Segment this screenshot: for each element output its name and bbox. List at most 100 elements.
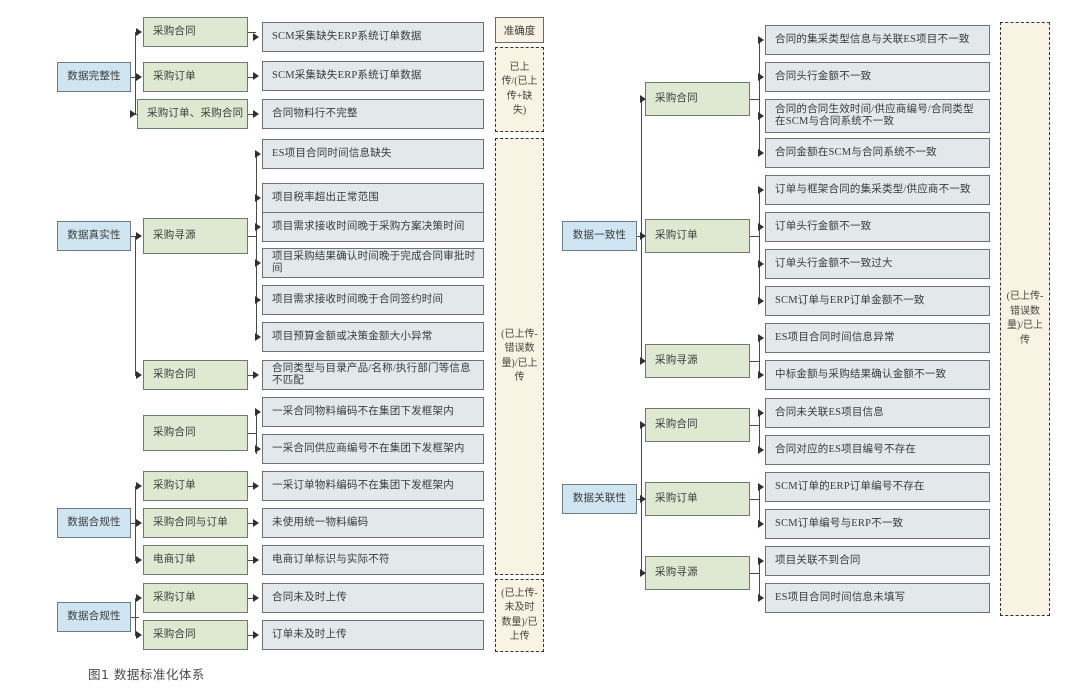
- connector-arrow: [130, 110, 136, 118]
- object-box: 采购合同: [645, 408, 750, 442]
- figure-caption: 图1 数据标准化体系: [88, 667, 205, 682]
- connector-arrow: [255, 259, 261, 267]
- rule-box: 一采订单物料编码不在集团下发框架内: [262, 471, 484, 501]
- connector-line: [759, 40, 760, 153]
- rule-box: SCM订单与ERP订单金额不一致: [765, 286, 990, 316]
- connector-line: [248, 635, 256, 636]
- object-box: 采购订单: [143, 62, 248, 92]
- object-box: 采购合同: [645, 82, 750, 116]
- connector-arrow: [136, 28, 142, 36]
- connector-line: [248, 77, 256, 78]
- connector-arrow: [253, 72, 259, 80]
- connector-line: [131, 77, 137, 78]
- connector-arrow: [253, 110, 259, 118]
- object-box: 电商订单: [143, 545, 248, 575]
- rule-box: 订单头行金额不一致过大: [765, 249, 990, 279]
- connector-line: [750, 361, 759, 362]
- rule-box: 合同未及时上传: [262, 583, 484, 613]
- connector-line: [248, 523, 256, 524]
- rule-box: 项目需求接收时间晚于采购方案决策时间: [262, 212, 484, 242]
- object-box: 采购合同: [143, 620, 248, 650]
- connector-arrow: [255, 194, 261, 202]
- object-box: 采购订单: [143, 583, 248, 613]
- connector-arrow: [758, 149, 764, 157]
- object-box: 采购合同: [143, 17, 248, 47]
- connector-line: [256, 412, 257, 454]
- object-box: 采购合同: [143, 360, 248, 390]
- metric-formula-box: 已上传/(已上传+缺失): [495, 47, 544, 132]
- rule-box: 合同的集采类型信息与关联ES项目不一致: [765, 25, 990, 55]
- connector-arrow: [253, 519, 259, 527]
- rule-box: 项目关联不到合同: [765, 546, 990, 576]
- metric-formula-box: (已上传-错误数量)/已上传: [1000, 22, 1050, 616]
- connector-arrow: [758, 36, 764, 44]
- connector-line: [131, 523, 139, 524]
- connector-arrow: [758, 557, 764, 565]
- rule-box: 合同金额在SCM与合同系统不一致: [765, 138, 990, 168]
- rule-box: ES项目合同时间信息缺失: [262, 139, 484, 169]
- connector-line: [248, 32, 256, 33]
- connector-arrow: [758, 186, 764, 194]
- object-box: 采购寻源: [645, 344, 750, 378]
- connector-arrow: [758, 260, 764, 268]
- connector-line: [248, 375, 256, 376]
- rule-box: 电商订单标识与实际不符: [262, 545, 484, 575]
- metric-formula-box: (已上传-错误数量)/已上传: [495, 138, 544, 575]
- connector-line: [750, 99, 759, 100]
- connector-arrow: [758, 594, 764, 602]
- connector-arrow: [136, 482, 142, 490]
- object-box: 采购寻源: [143, 218, 248, 254]
- connector-arrow: [640, 95, 646, 103]
- connector-line: [131, 617, 139, 618]
- rule-box: SCM采集缺失ERP系统订单数据: [262, 22, 484, 52]
- connector-line: [135, 114, 137, 115]
- connector-line: [248, 486, 256, 487]
- rule-box: 一采合同物料编码不在集团下发框架内: [262, 397, 484, 427]
- metric-formula-box: (已上传-未及时数量)/已上传: [495, 579, 544, 652]
- connector-arrow: [758, 112, 764, 120]
- connector-line: [759, 413, 760, 450]
- connector-arrow: [640, 357, 646, 365]
- connector-arrow: [758, 409, 764, 417]
- object-box: 采购订单: [143, 471, 248, 501]
- connector-arrow: [640, 495, 646, 503]
- connector-line: [759, 190, 760, 301]
- metric-header-accuracy: 准确度: [495, 17, 544, 43]
- connector-line: [759, 561, 760, 598]
- connector-arrow: [255, 223, 261, 231]
- rule-box: 订单未及时上传: [262, 620, 484, 650]
- connector-arrow: [640, 421, 646, 429]
- connector-line: [135, 32, 136, 114]
- rule-box: 订单头行金额不一致: [765, 212, 990, 242]
- connector-arrow: [136, 232, 142, 240]
- connector-line: [248, 433, 256, 434]
- dimension-box: 数据真实性: [57, 221, 131, 251]
- dimension-box: 数据合规性: [57, 508, 131, 538]
- rule-box: SCM订单的ERP订单编号不存在: [765, 472, 990, 502]
- object-box: 采购合同与订单: [143, 508, 248, 538]
- dimension-box: 数据合规性: [57, 602, 131, 632]
- rule-box: ES项目合同时间信息未填写: [765, 583, 990, 613]
- connector-arrow: [253, 556, 259, 564]
- connector-arrow: [758, 371, 764, 379]
- connector-line: [248, 560, 256, 561]
- connector-arrow: [255, 445, 261, 453]
- rule-box: 合同头行金额不一致: [765, 62, 990, 92]
- rule-box: SCM采集缺失ERP系统订单数据: [262, 61, 484, 91]
- rule-box: 订单与框架合同的集采类型/供应商不一致: [765, 175, 990, 205]
- connector-line: [135, 236, 136, 375]
- object-box: 采购订单: [645, 482, 750, 516]
- connector-arrow: [253, 594, 259, 602]
- rule-box: 中标金额与采购结果确认金额不一致: [765, 360, 990, 390]
- connector-arrow: [136, 631, 142, 639]
- rule-box: ES项目合同时间信息异常: [765, 323, 990, 353]
- connector-arrow: [136, 371, 142, 379]
- rule-box: 合同的合同生效时间/供应商编号/合同类型在SCM与合同系统不一致: [765, 99, 990, 133]
- connector-arrow: [253, 371, 259, 379]
- connector-arrow: [758, 483, 764, 491]
- object-box: 采购订单、采购合同: [137, 99, 248, 129]
- connector-line: [759, 338, 760, 375]
- connector-line: [248, 114, 256, 115]
- connector-line: [750, 236, 759, 237]
- rule-box: 未使用统一物料编码: [262, 508, 484, 538]
